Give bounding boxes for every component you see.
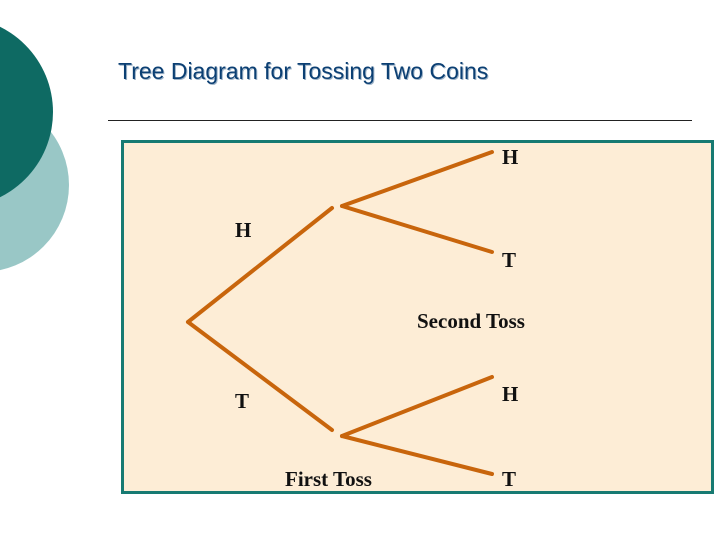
second-toss-ht-label: T (502, 248, 517, 272)
dark-teal-circle (0, 26, 53, 198)
branch-first-h (186, 206, 334, 324)
diagram-panel (121, 140, 714, 494)
branch-t-t (340, 434, 494, 476)
title-divider (108, 120, 692, 121)
slide-title: Tree Diagram for Tossing Two Coins (118, 58, 489, 84)
branch-t-h (340, 375, 494, 438)
first-toss-t-label: T (235, 389, 250, 413)
second-toss-tt-label: T (502, 467, 517, 491)
branch-h-t (340, 204, 494, 254)
second-toss-caption: Second Toss (417, 309, 525, 333)
second-toss-th-label: H (502, 382, 519, 406)
second-toss-hh-label: H (502, 145, 519, 169)
first-toss-caption: First Toss (285, 467, 372, 491)
branch-first-t (186, 320, 334, 432)
first-toss-h-label: H (235, 218, 252, 242)
branch-h-h (340, 150, 494, 208)
